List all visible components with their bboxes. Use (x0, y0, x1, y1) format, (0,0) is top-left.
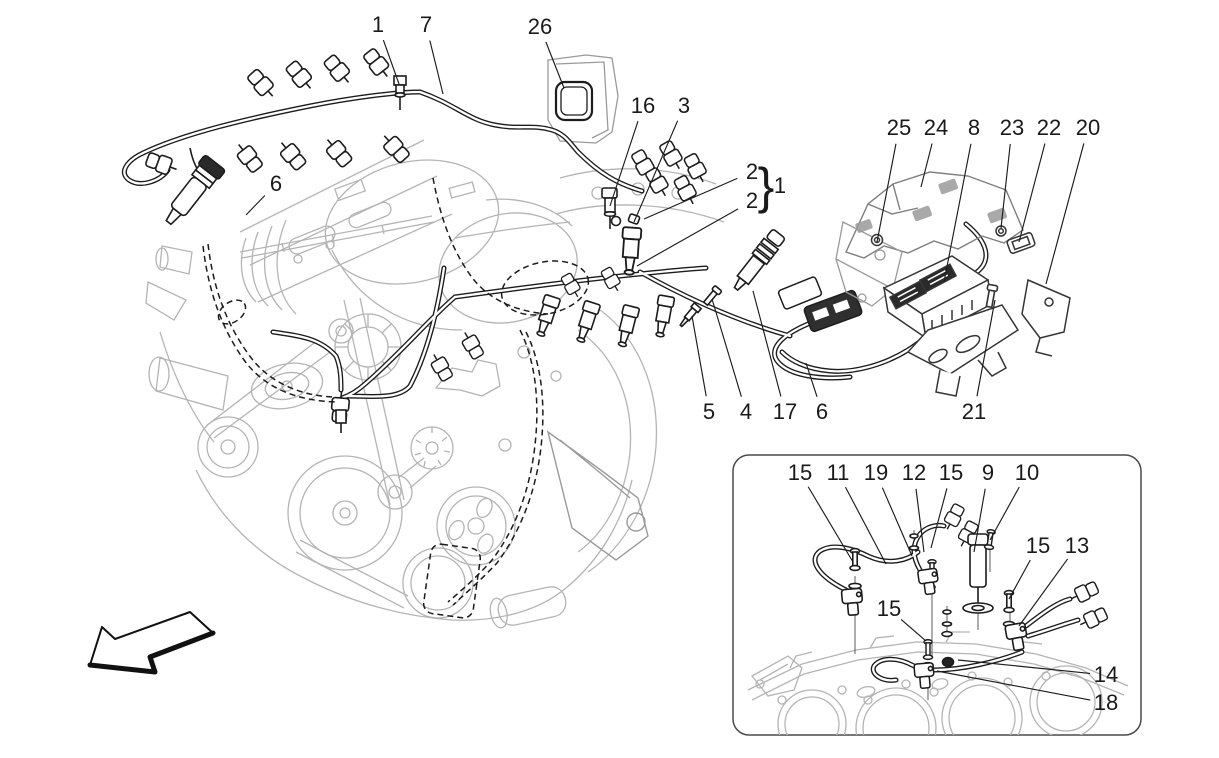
ecu-assembly (835, 171, 1071, 397)
callout-label: 2 (745, 188, 759, 213)
leader-line (957, 659, 1091, 674)
leader-line (920, 143, 933, 188)
leader-line (1018, 558, 1069, 627)
inset-engine-block (747, 631, 1129, 735)
callout-label: 11 (826, 460, 850, 485)
ignition-coil (165, 147, 226, 226)
callout-label: 6 (269, 171, 283, 196)
leader-line (943, 143, 972, 283)
hidden-harness-route (202, 177, 590, 619)
callout-label: 3 (677, 93, 691, 118)
wiring-harness (124, 46, 986, 619)
leader-line (976, 299, 996, 397)
leader-line (643, 177, 738, 220)
leader-line (900, 619, 927, 642)
callout-label: 9 (981, 460, 995, 485)
callout-label: 18 (1093, 690, 1119, 715)
callout-label: 13 (1064, 533, 1090, 558)
inset-sensors (815, 501, 1110, 700)
callout-label: 25 (886, 115, 912, 140)
callout-label: 10 (1014, 460, 1040, 485)
leader-line (876, 143, 897, 243)
leader-line (245, 195, 266, 216)
leader-line (936, 670, 1091, 701)
callout-label: 6 (815, 399, 829, 424)
fuel-pressure-fitting (393, 75, 407, 110)
callout-label: 14 (1093, 662, 1119, 687)
leader-line (609, 121, 639, 207)
callout-label: 1 (371, 12, 385, 37)
callout-label: 8 (967, 115, 981, 140)
callout-label: 15 (787, 460, 813, 485)
callout-label: 4 (739, 399, 753, 424)
callout-label: 23 (999, 115, 1025, 140)
heat-shield (845, 171, 1024, 259)
callout-label: 24 (923, 115, 949, 140)
direction-arrow-icon (87, 611, 216, 675)
leader-line (881, 487, 913, 557)
callout-label: 17 (772, 399, 798, 424)
leader-line (1000, 143, 1011, 229)
callout-label: 16 (630, 93, 656, 118)
leader-line (691, 315, 707, 397)
connector-26 (547, 54, 619, 144)
callout-label: 19 (863, 460, 889, 485)
leader-line (915, 488, 925, 553)
leader-line (429, 40, 444, 95)
callout-label: 21 (961, 399, 987, 424)
leader-line (633, 120, 679, 223)
leader-line (1018, 143, 1046, 243)
callout-label: 12 (901, 460, 927, 485)
leader-line (636, 208, 739, 267)
leader-line (973, 488, 986, 553)
engine-mount-bracket (546, 430, 649, 561)
callout-label: 1 (773, 173, 787, 198)
cam-sensor-and-injector (601, 187, 643, 277)
leader-line (807, 486, 854, 563)
timing-sensor (733, 229, 786, 292)
callout-label: 15 (1025, 533, 1051, 558)
callout-label: 15 (876, 596, 902, 621)
assembly-brace: } (757, 158, 775, 214)
leader-lines (245, 39, 1091, 701)
callout-label: 2 (745, 159, 759, 184)
leader-line (989, 486, 1020, 541)
leader-line (752, 290, 782, 397)
leader-line (1045, 143, 1085, 285)
callout-label: 5 (702, 399, 716, 424)
callout-label: 22 (1036, 115, 1062, 140)
leader-line (805, 362, 818, 397)
callout-label: 15 (938, 460, 964, 485)
callout-label: 20 (1075, 115, 1101, 140)
leader-line (844, 486, 887, 565)
leader-line (711, 298, 742, 397)
leader-line (1008, 559, 1031, 600)
ecu-connector (777, 276, 863, 333)
callout-label: 7 (419, 12, 433, 37)
leader-line (545, 41, 565, 89)
leader-line (382, 39, 400, 85)
leader-line (930, 488, 948, 549)
callout-label: 26 (527, 14, 553, 39)
